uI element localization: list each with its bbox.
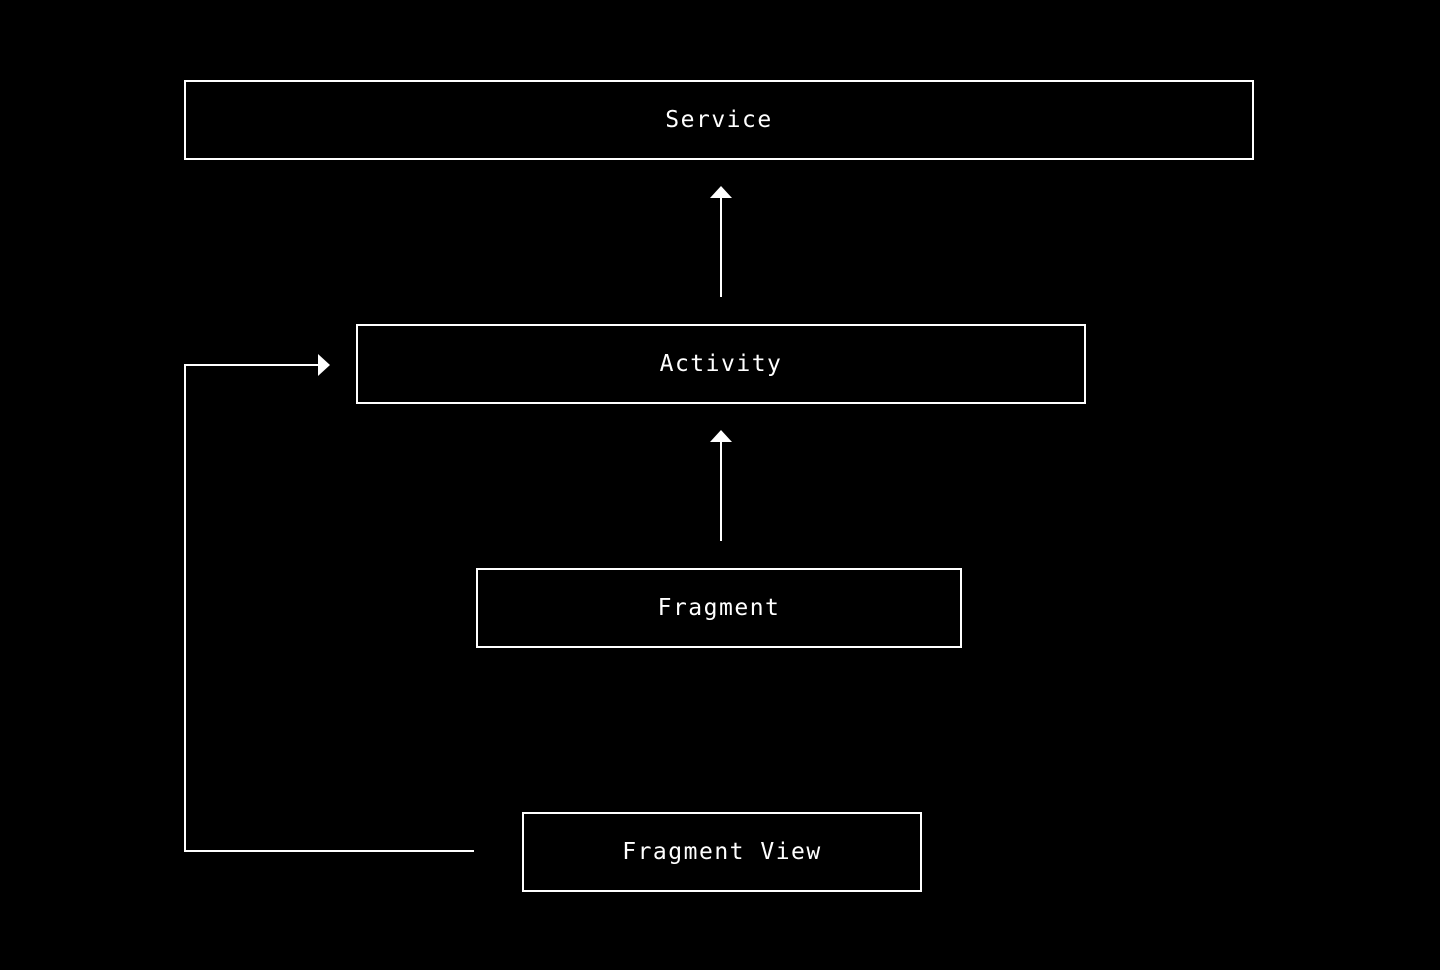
node-activity-label: Activity: [659, 351, 783, 377]
node-fragment-view-label: Fragment View: [622, 839, 822, 865]
node-service: Service: [184, 80, 1254, 160]
node-fragment: Fragment: [476, 568, 962, 648]
edge-fragmentview-to-activity: [184, 354, 474, 852]
edge-fragment-to-activity: [710, 430, 732, 541]
node-activity: Activity: [356, 324, 1086, 404]
arrowhead-up-icon: [710, 186, 732, 198]
edge-fragmentview-to-activity-line: [184, 364, 474, 852]
node-fragment-view: Fragment View: [522, 812, 922, 892]
arrowhead-up-icon: [710, 430, 732, 442]
arrowhead-right-icon: [318, 354, 330, 376]
node-fragment-label: Fragment: [657, 595, 781, 621]
edge-activity-to-service: [710, 186, 732, 297]
node-service-label: Service: [665, 107, 773, 133]
